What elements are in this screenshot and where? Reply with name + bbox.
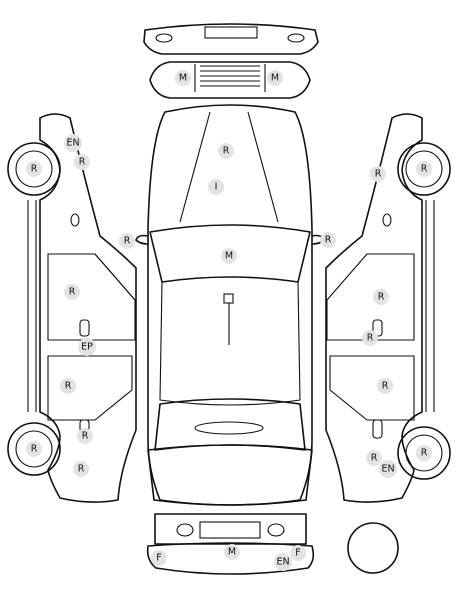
marker-left-rear-door-handle[interactable]: R bbox=[77, 428, 93, 444]
marker-label: M bbox=[271, 73, 279, 84]
marker-right-rear-wheel[interactable]: R bbox=[416, 445, 432, 461]
marker-circle bbox=[290, 545, 306, 561]
marker-circle bbox=[373, 289, 389, 305]
marker-label: R bbox=[65, 381, 72, 392]
marker-circle bbox=[64, 284, 80, 300]
marker-circle bbox=[221, 248, 237, 264]
marker-circle bbox=[64, 134, 82, 152]
marker-label: R bbox=[79, 157, 86, 168]
marker-label: R bbox=[31, 164, 38, 175]
marker-label: R bbox=[371, 453, 378, 464]
marker-circle bbox=[73, 461, 89, 477]
marker-circle bbox=[119, 233, 135, 249]
marker-front-grille-left[interactable]: M bbox=[175, 70, 191, 86]
marker-label: R bbox=[367, 333, 374, 344]
marker-label: M bbox=[179, 73, 187, 84]
marker-circle bbox=[366, 450, 382, 466]
marker-right-rear-door[interactable]: R bbox=[377, 378, 393, 394]
marker-label: R bbox=[78, 464, 85, 475]
marker-label: M bbox=[225, 251, 233, 262]
marker-left-front-door[interactable]: R bbox=[64, 284, 80, 300]
marker-label: R bbox=[223, 146, 230, 157]
marker-circle bbox=[77, 428, 93, 444]
marker-label: I bbox=[215, 182, 218, 193]
marker-label: R bbox=[325, 235, 332, 246]
marker-right-mirror[interactable]: R bbox=[320, 232, 336, 248]
front-grille[interactable] bbox=[149, 61, 311, 99]
marker-circle bbox=[26, 441, 42, 457]
marker-right-front-door[interactable]: R bbox=[373, 289, 389, 305]
marker-circle bbox=[74, 154, 90, 170]
rear-bumper[interactable] bbox=[146, 542, 315, 575]
front-bumper[interactable] bbox=[143, 23, 319, 55]
car-body-top[interactable] bbox=[135, 104, 325, 506]
marker-rear-bumper-left[interactable]: F bbox=[151, 550, 167, 566]
marker-circle bbox=[379, 460, 397, 478]
marker-circle bbox=[274, 553, 292, 571]
marker-circle bbox=[370, 166, 386, 182]
right-rear-wheel-shape[interactable] bbox=[397, 426, 451, 480]
marker-windshield[interactable]: I bbox=[208, 179, 224, 195]
marker-right-front-fender[interactable]: R bbox=[370, 166, 386, 182]
marker-label: R bbox=[375, 169, 382, 180]
marker-label: EN bbox=[381, 464, 394, 475]
marker-front-grille-right[interactable]: M bbox=[267, 70, 283, 86]
marker-circle bbox=[224, 544, 240, 560]
marker-left-front-fender-upper[interactable]: EN bbox=[64, 134, 82, 152]
marker-left-rear-wheel[interactable]: R bbox=[26, 441, 42, 457]
marker-circle bbox=[362, 330, 378, 346]
marker-circle bbox=[151, 550, 167, 566]
rear-lights[interactable] bbox=[154, 513, 307, 545]
spare-tire[interactable] bbox=[347, 522, 399, 574]
marker-label: R bbox=[382, 381, 389, 392]
marker-circle bbox=[60, 378, 76, 394]
left-front-wheel-shape[interactable] bbox=[7, 142, 61, 196]
marker-circle bbox=[78, 338, 96, 356]
marker-rear-bumper-right-lower[interactable]: EN bbox=[274, 553, 292, 571]
marker-label: EP bbox=[81, 342, 93, 353]
marker-label: R bbox=[82, 431, 89, 442]
marker-left-front-fender[interactable]: R bbox=[74, 154, 90, 170]
left-rear-wheel-shape[interactable] bbox=[7, 422, 61, 476]
marker-left-sill[interactable]: EP bbox=[78, 338, 96, 356]
marker-circle bbox=[320, 232, 336, 248]
marker-roof-front[interactable]: M bbox=[221, 248, 237, 264]
marker-hood[interactable]: R bbox=[218, 143, 234, 159]
marker-label: EN bbox=[66, 138, 79, 149]
left-side-body[interactable] bbox=[27, 113, 137, 503]
marker-rear-bumper-right[interactable]: F bbox=[290, 545, 306, 561]
marker-label: R bbox=[124, 236, 131, 247]
marker-label: R bbox=[31, 444, 38, 455]
marker-left-rear-door[interactable]: R bbox=[60, 378, 76, 394]
right-front-wheel-shape[interactable] bbox=[397, 142, 451, 196]
marker-circle bbox=[416, 161, 432, 177]
marker-label: F bbox=[156, 553, 161, 564]
marker-circle bbox=[416, 445, 432, 461]
marker-right-front-wheel[interactable]: R bbox=[416, 161, 432, 177]
right-side-body[interactable] bbox=[325, 113, 435, 503]
marker-circle bbox=[218, 143, 234, 159]
marker-circle bbox=[175, 70, 191, 86]
marker-label: R bbox=[69, 287, 76, 298]
marker-rear-bumper-center[interactable]: M bbox=[224, 544, 240, 560]
marker-right-rear-quarter[interactable]: R bbox=[366, 450, 382, 466]
marker-label: R bbox=[421, 448, 428, 459]
marker-circle bbox=[208, 179, 224, 195]
marker-right-front-door-handle[interactable]: R bbox=[362, 330, 378, 346]
marker-circle bbox=[267, 70, 283, 86]
marker-left-rear-quarter[interactable]: R bbox=[73, 461, 89, 477]
marker-label: R bbox=[421, 164, 428, 175]
marker-left-front-wheel[interactable]: R bbox=[26, 161, 42, 177]
marker-circle bbox=[377, 378, 393, 394]
marker-label: R bbox=[378, 292, 385, 303]
marker-label: F bbox=[295, 548, 300, 559]
marker-right-rear-quarter-lower[interactable]: EN bbox=[379, 460, 397, 478]
marker-label: EN bbox=[276, 557, 289, 568]
marker-label: M bbox=[228, 547, 236, 558]
marker-left-mirror[interactable]: R bbox=[119, 233, 135, 249]
marker-circle bbox=[26, 161, 42, 177]
